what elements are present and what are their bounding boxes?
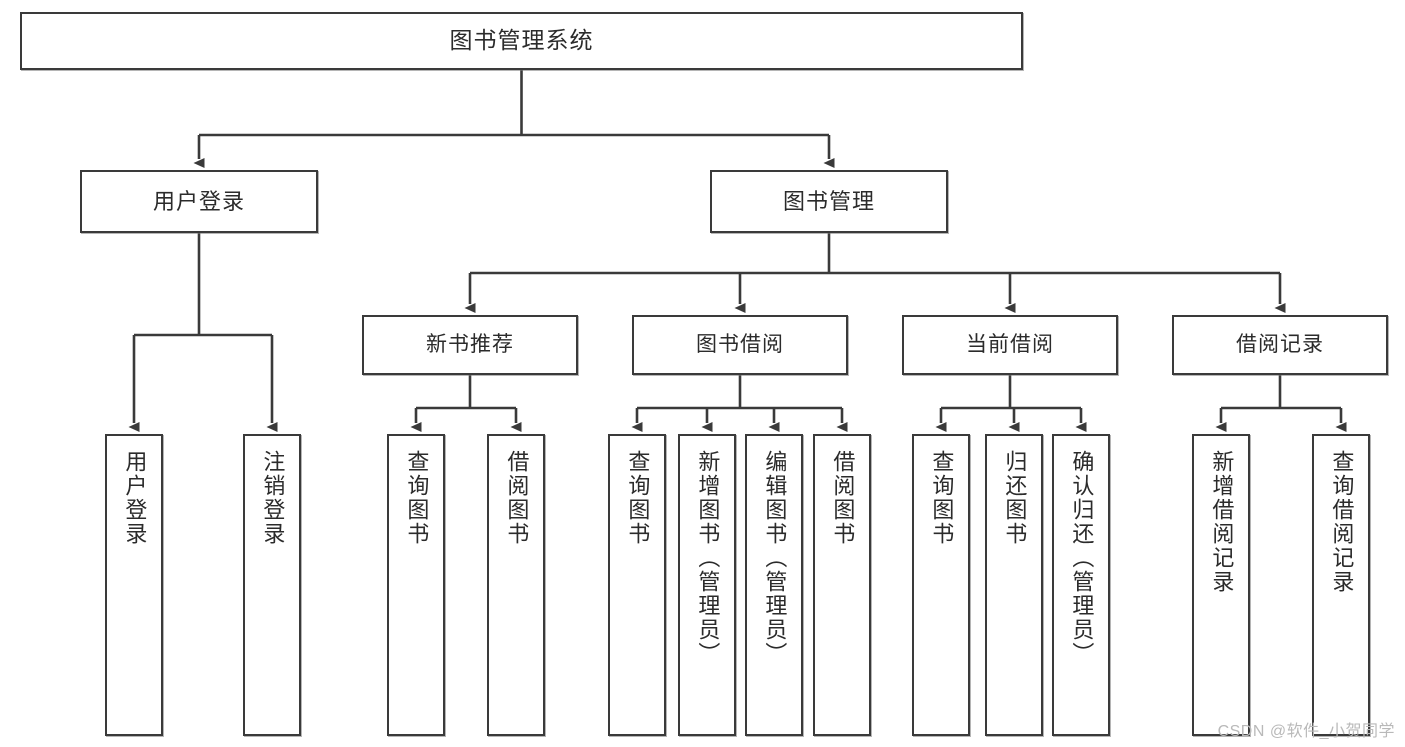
node-label: 图书管理系统: [449, 27, 594, 54]
node-l_cur_1[interactable]: 查询图书: [912, 434, 970, 736]
node-label: 借阅记录: [1236, 332, 1324, 356]
node-label: 借阅图书: [504, 450, 530, 546]
node-n_book[interactable]: 图书管理: [710, 170, 948, 233]
watermark: CSDN @软件_小贺同学: [1217, 723, 1395, 740]
node-l_rec_1[interactable]: 新增借阅记录: [1192, 434, 1250, 736]
node-n_cur[interactable]: 当前借阅: [902, 315, 1118, 375]
node-n_borrow[interactable]: 图书借阅: [632, 315, 848, 375]
node-l_rec_2[interactable]: 查询借阅记录: [1312, 434, 1370, 736]
node-l_login_2[interactable]: 注销登录: [243, 434, 301, 736]
node-label: 图书管理: [782, 188, 875, 214]
node-label: 查询图书: [404, 450, 430, 546]
node-l_cur_3[interactable]: 确认归还（管理员）: [1052, 434, 1110, 736]
node-label: 注销登录: [260, 450, 286, 546]
node-n_new[interactable]: 新书推荐: [362, 315, 578, 375]
node-label: 归还图书: [1002, 450, 1028, 546]
node-root[interactable]: 图书管理系统: [20, 12, 1023, 70]
node-l_bor_4[interactable]: 借阅图书: [813, 434, 871, 736]
node-label: 查询借阅记录: [1329, 450, 1355, 594]
node-label: 编辑图书（管理员）: [762, 450, 788, 666]
node-l_login_1[interactable]: 用户登录: [105, 434, 163, 736]
node-label: 当前借阅: [966, 332, 1054, 356]
node-l_cur_2[interactable]: 归还图书: [985, 434, 1043, 736]
node-n_rec[interactable]: 借阅记录: [1172, 315, 1388, 375]
node-label: 图书借阅: [696, 332, 784, 356]
node-l_new_1[interactable]: 查询图书: [387, 434, 445, 736]
node-label: 确认归还（管理员）: [1069, 450, 1095, 666]
node-label: 查询图书: [929, 450, 955, 546]
node-l_new_2[interactable]: 借阅图书: [487, 434, 545, 736]
node-l_bor_3[interactable]: 编辑图书（管理员）: [745, 434, 803, 736]
node-n_login[interactable]: 用户登录: [80, 170, 318, 233]
node-label: 借阅图书: [830, 450, 856, 546]
node-label: 新增借阅记录: [1209, 450, 1235, 594]
node-label: 新增图书（管理员）: [695, 450, 721, 666]
node-label: 用户登录: [122, 450, 148, 546]
node-l_bor_1[interactable]: 查询图书: [608, 434, 666, 736]
node-label: 新书推荐: [426, 332, 514, 356]
node-label: 查询图书: [625, 450, 651, 546]
node-l_bor_2[interactable]: 新增图书（管理员）: [678, 434, 736, 736]
node-label: 用户登录: [152, 188, 245, 214]
